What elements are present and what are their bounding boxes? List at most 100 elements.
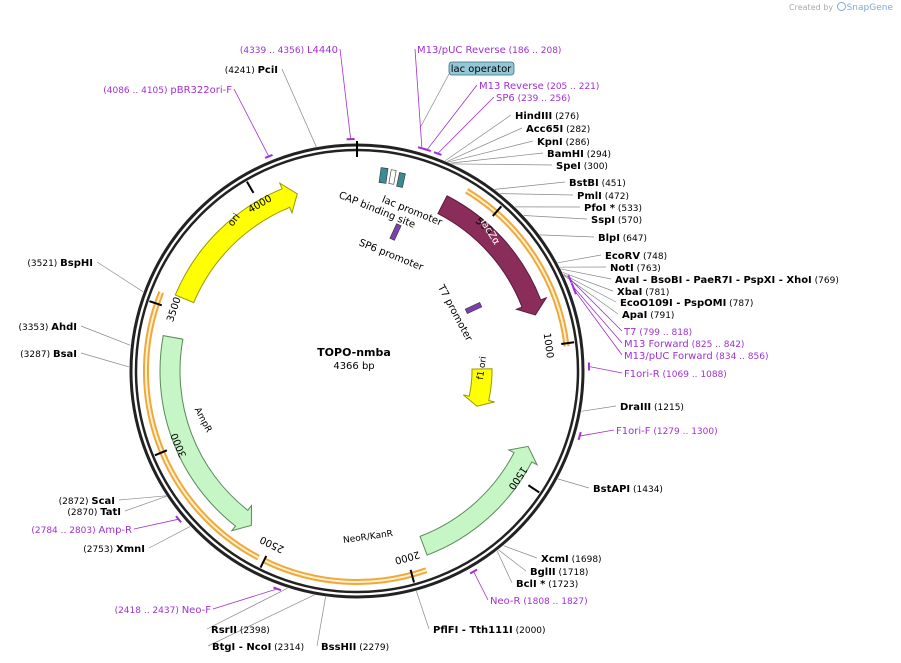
site-position: (1434) <box>630 485 663 495</box>
lac-promoter-mark <box>388 169 397 185</box>
primer-name: M13/pUC Reverse <box>417 45 506 56</box>
primer-position: (825 .. 842) <box>689 340 745 350</box>
neor-kanr-arrow <box>419 445 539 556</box>
site-position: (2314) <box>271 643 304 653</box>
site-position: (1215) <box>651 403 684 413</box>
site-name: DraIII <box>620 402 651 413</box>
primer-label: (4339 .. 4356) L4440 <box>240 45 338 56</box>
ampr-arrow <box>159 335 253 532</box>
site-name: EcoO109I <box>620 298 673 309</box>
site-label: EcoRV (748) <box>605 251 667 262</box>
site-name: BstBI <box>569 178 599 189</box>
snapgene-logo-icon <box>836 2 846 11</box>
connector-line <box>557 478 590 489</box>
primer-connector <box>437 96 495 154</box>
tick-label: 2500 <box>258 533 286 554</box>
f1-ori-arrow <box>463 368 495 407</box>
primer-mark <box>422 147 432 153</box>
site-position: (1718) <box>556 568 589 578</box>
primer-label: M13 Forward (825 .. 842) <box>624 339 744 350</box>
tick-mark <box>527 484 540 494</box>
site-position: (2279) <box>356 643 389 653</box>
site-name: Acc65I <box>526 124 563 135</box>
site-position: (533) <box>615 204 642 214</box>
site-name: XhoI <box>786 275 811 286</box>
primer-name: M13/pUC Forward <box>624 351 713 362</box>
site-name: XbaI <box>617 287 642 298</box>
primer-position: (4339 .. 4356) <box>240 46 307 56</box>
primer-position: (834 .. 856) <box>713 352 769 362</box>
connector-line <box>450 152 544 164</box>
site-position: (1698) <box>569 555 602 565</box>
primer-position: (799 .. 818) <box>636 328 692 338</box>
site-position: (748) <box>640 252 667 262</box>
primer-label: F1ori-R (1069 .. 1088) <box>624 369 727 380</box>
connector-line <box>96 261 144 293</box>
site-label: EcoO109I - PspOMI (787) <box>620 298 753 309</box>
connector-line <box>498 549 527 572</box>
connector-line <box>124 496 167 512</box>
primer-connector <box>588 366 623 374</box>
connector-line <box>563 273 617 303</box>
site-position: (2000) <box>513 626 546 636</box>
site-label: NotI (763) <box>610 263 661 274</box>
site-label: (2870) TatI <box>67 507 121 518</box>
primer-label: M13/pUC Forward (834 .. 856) <box>624 351 768 362</box>
site-separator: - <box>682 275 693 286</box>
connector-line <box>500 193 574 196</box>
connector-line <box>581 405 617 412</box>
primer-connector <box>133 518 179 530</box>
primer-position: (1069 .. 1088) <box>660 370 727 380</box>
site-position: (2753) <box>83 545 116 555</box>
site-label: BssHII (2279) <box>321 642 389 653</box>
primer-position: (2784 .. 2803) <box>31 526 98 536</box>
primer-mark <box>577 431 582 441</box>
primer-name: M13 Forward <box>624 339 689 350</box>
primer-connector <box>339 48 352 140</box>
site-label: SpeI (300) <box>556 161 608 172</box>
site-label: RsrII (2398) <box>211 625 270 636</box>
primer-connector <box>473 571 489 601</box>
site-separator: - <box>673 298 684 309</box>
site-label: BstBI (451) <box>569 178 626 189</box>
site-position: (763) <box>634 264 661 274</box>
site-name: PflFI <box>433 625 458 636</box>
primer-label: (4086 .. 4105) pBR322ori-F <box>103 85 232 96</box>
connector-line <box>539 234 595 238</box>
site-name: SspI <box>591 215 615 226</box>
site-position: (2398) <box>237 626 270 636</box>
primer-mark <box>264 154 273 159</box>
site-label: (3287) BsaI <box>20 349 77 360</box>
created-by-text: Created by <box>789 3 834 12</box>
site-position: (451) <box>599 179 626 189</box>
site-name: BglII <box>530 567 556 578</box>
primer-mark <box>433 151 442 156</box>
site-name: NotI <box>610 263 634 274</box>
site-position: (3287) <box>20 350 53 360</box>
primer-connector <box>426 84 478 151</box>
primer-mark <box>175 515 182 523</box>
primer-name: Amp-R <box>99 525 133 536</box>
snapgene-credit: Created by SnapGene <box>789 2 893 13</box>
site-position: (472) <box>602 192 629 202</box>
tick-mark <box>259 555 268 569</box>
connector-lines <box>80 48 623 647</box>
tick-label: 1000 <box>541 332 555 359</box>
feature-label-sp6-promoter: SP6 promoter <box>357 238 425 274</box>
t7-promoter-mark <box>464 301 483 315</box>
site-position: (2870) <box>67 508 100 518</box>
primer-name: T7 <box>623 327 636 338</box>
primer-mark <box>567 274 573 284</box>
feature-label-neor-kanr: NeoR/KanR <box>342 529 393 546</box>
site-position: (570) <box>615 216 642 226</box>
site-label: XcmI (1698) <box>541 554 602 565</box>
site-position: (2872) <box>59 497 92 507</box>
site-label: (3521) BspHI <box>27 258 93 269</box>
primer-name: M13 Reverse <box>479 81 544 92</box>
plasmid-length: 4366 bp <box>333 361 374 372</box>
site-name: PmlI <box>577 191 602 202</box>
connector-line <box>118 495 167 501</box>
site-position: (3353) <box>18 323 51 333</box>
primer-connector <box>574 290 623 356</box>
